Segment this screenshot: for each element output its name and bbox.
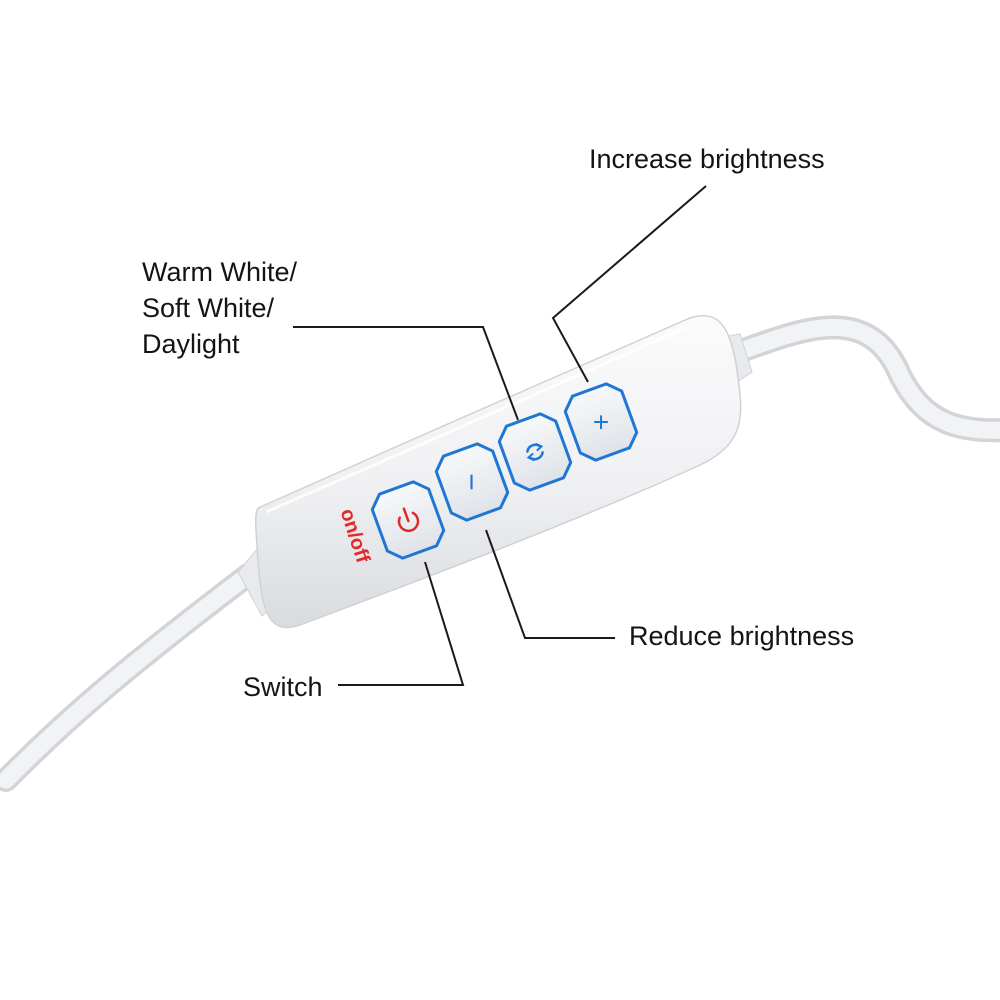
power-button[interactable] [368, 478, 448, 562]
color-mode-label: Warm White/ Soft White/ Daylight [142, 254, 297, 362]
reduce-brightness-button[interactable]: − [432, 440, 512, 524]
leader-line-mode [293, 326, 519, 421]
leader-line-reduce [485, 529, 615, 639]
reduce-brightness-label: Reduce brightness [629, 621, 855, 651]
color-mode-line-1: Warm White/ [142, 257, 297, 287]
plus-icon: + [593, 407, 609, 438]
switch-label: Switch [243, 672, 323, 702]
minus-icon: − [456, 473, 489, 491]
color-mode-button[interactable] [495, 410, 575, 494]
color-mode-line-2: Soft White/ [142, 293, 275, 323]
color-mode-line-3: Daylight [142, 329, 240, 359]
increase-brightness-label: Increase brightness [589, 144, 825, 174]
leader-line-increase [551, 185, 707, 383]
leader-line-switch [338, 561, 465, 686]
increase-brightness-button[interactable]: + [561, 380, 641, 464]
cycle-icon [526, 443, 544, 461]
power-icon [397, 507, 420, 533]
